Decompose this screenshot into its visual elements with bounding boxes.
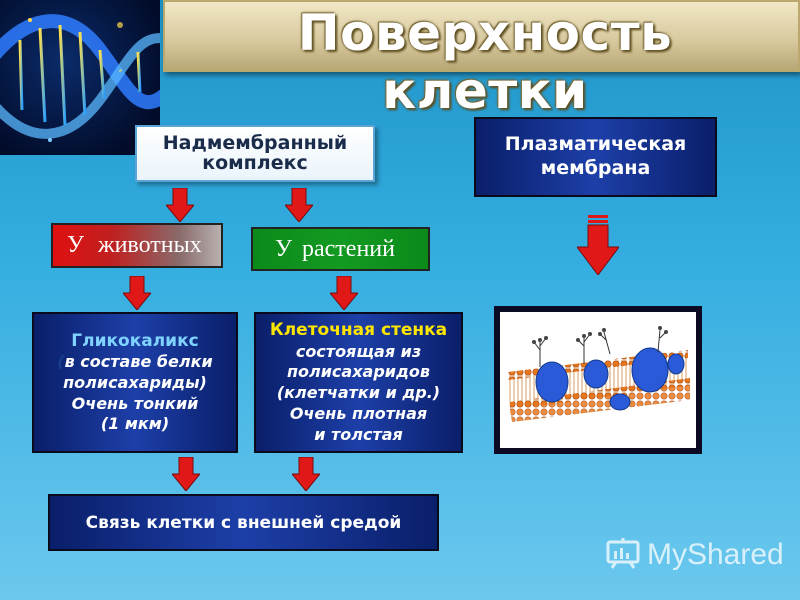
connection-label: Связь клетки с внешней средой: [85, 512, 402, 533]
cell-wall-line3: полисахаридов: [286, 362, 431, 382]
down-arrow-icon: [285, 188, 313, 222]
glycocalyx-line3: полисахариды): [63, 372, 207, 392]
plants-word: растений: [302, 235, 395, 262]
down-arrow-icon: [123, 276, 151, 310]
plants-prefix: У: [275, 235, 292, 262]
animals-box: У животных: [51, 223, 223, 268]
glycocalyx-open-paren: (: [57, 351, 65, 371]
plasma-membrane-line1: Плазматическая: [504, 133, 687, 156]
above-membrane-complex-box: Надмембранный комплекс: [135, 125, 375, 182]
cell-wall-line4: (клетчатки и др.): [276, 383, 441, 403]
animals-prefix: У: [67, 232, 84, 258]
cell-wall-line6: и толстая: [314, 424, 403, 444]
above-membrane-line1: Надмембранный: [162, 131, 348, 154]
watermark-text: MyShared: [647, 538, 784, 571]
plasma-membrane-line2: мембрана: [540, 157, 651, 179]
down-arrow-icon: [292, 457, 320, 491]
dna-illustration: [0, 0, 160, 155]
above-membrane-line2: комплекс: [202, 151, 308, 174]
glycocalyx-line2: (в составе белки: [57, 352, 212, 373]
membrane-illustration: [494, 306, 702, 454]
animals-word: животных: [98, 232, 202, 258]
cell-wall-line2: состоящая из: [295, 341, 422, 361]
title-banner: [163, 0, 800, 72]
presentation-board-icon: [605, 537, 641, 573]
plasma-membrane-box: Плазматическая мембрана: [474, 117, 717, 197]
glycocalyx-box: Гликокаликс (в составе белки полисахарид…: [32, 312, 238, 453]
plants-box: У растений: [251, 227, 430, 271]
cell-wall-box: Клеточная стенка состоящая из полисахари…: [254, 312, 463, 453]
down-arrow-icon: [172, 457, 200, 491]
down-arrow-icon: [577, 215, 619, 275]
glycocalyx-line2-text: в составе белки: [64, 351, 213, 371]
cell-wall-title: Клеточная стенка: [269, 320, 448, 341]
down-arrow-icon: [330, 276, 358, 310]
down-arrow-icon: [166, 188, 194, 222]
glycocalyx-title: Гликокаликс: [71, 330, 199, 351]
glycocalyx-line4: Очень тонкий: [71, 393, 199, 413]
page-title: Поверхность клетки: [297, 4, 673, 120]
watermark: MyShared: [605, 536, 784, 574]
connection-box: Связь клетки с внешней средой: [48, 494, 439, 551]
glycocalyx-line5: (1 мкм): [100, 414, 170, 434]
cell-wall-line5: Очень плотная: [289, 403, 428, 423]
